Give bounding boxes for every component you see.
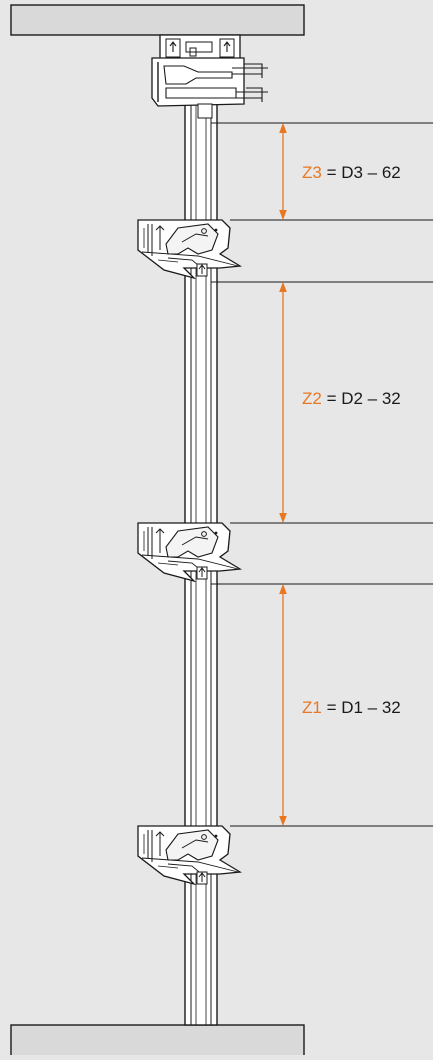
- reference-lines: [211, 122, 433, 827]
- dimension-label-z2: Z2 = D2 – 32: [302, 389, 401, 408]
- top-clamp: [151, 34, 268, 119]
- dimension-label-z1: Z1 = D1 – 32: [302, 698, 401, 717]
- ceiling-slab: [10, 4, 305, 36]
- dimension-label-z3: Z3 = D3 – 62: [302, 163, 401, 182]
- up-arrow-icon: [196, 263, 208, 885]
- floor-slab: [10, 1024, 305, 1060]
